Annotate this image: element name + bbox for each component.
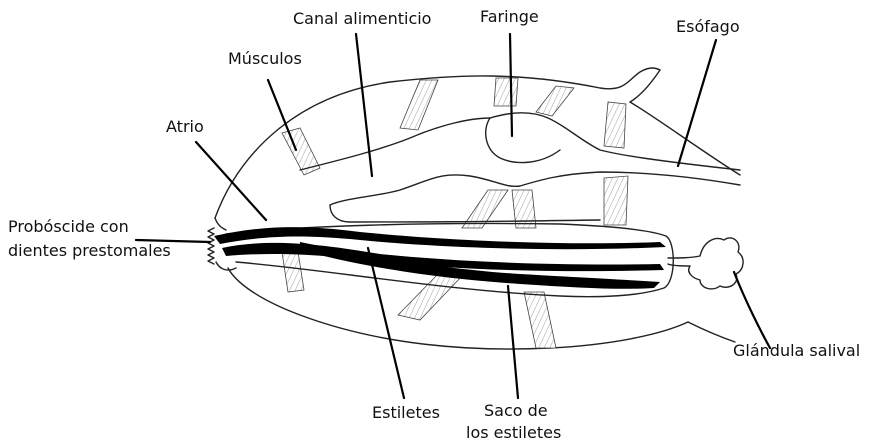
label-saco-line2: los estiletes [466,423,561,442]
proboscis-lips [215,218,236,270]
muscle-band-1 [282,128,320,175]
label-musculos: Músculos [228,49,302,68]
pharynx-wall [486,118,560,163]
muscle-band-6 [604,176,628,225]
muscle-band-3 [494,78,518,106]
label-canal-alimenticio: Canal alimenticio [293,9,431,28]
label-esofago: Esófago [676,17,740,36]
label-atrio: Atrio [166,117,204,136]
label-glandula-salival: Glándula salival [733,341,860,360]
label-saco-line1: Saco de [484,401,548,420]
muscle-band-7 [462,190,508,228]
label-proboscide-line2: dientes prestomales [8,241,171,260]
prestomal-teeth [208,228,214,264]
muscle-band-8 [512,190,536,228]
muscle-band-4 [536,86,574,116]
leader-musculos [268,80,296,150]
leader-faringe [510,34,512,136]
muscle-band-5 [604,102,626,148]
label-proboscide-line1: Probóscide con [8,217,129,236]
leader-glandula [734,272,770,348]
muscle-band-2 [400,80,438,130]
head-outline-neck [630,70,660,102]
muscle-band-9 [282,252,304,292]
muscle-band-11 [524,292,556,348]
label-estiletes: Estiletes [372,403,440,422]
label-faringe: Faringe [480,7,539,26]
salivary-gland [668,238,743,289]
muscle-band-10 [398,272,462,320]
leader-atrio [196,142,266,220]
leader-saco [508,286,518,398]
head-outline-lower-right [688,322,735,342]
